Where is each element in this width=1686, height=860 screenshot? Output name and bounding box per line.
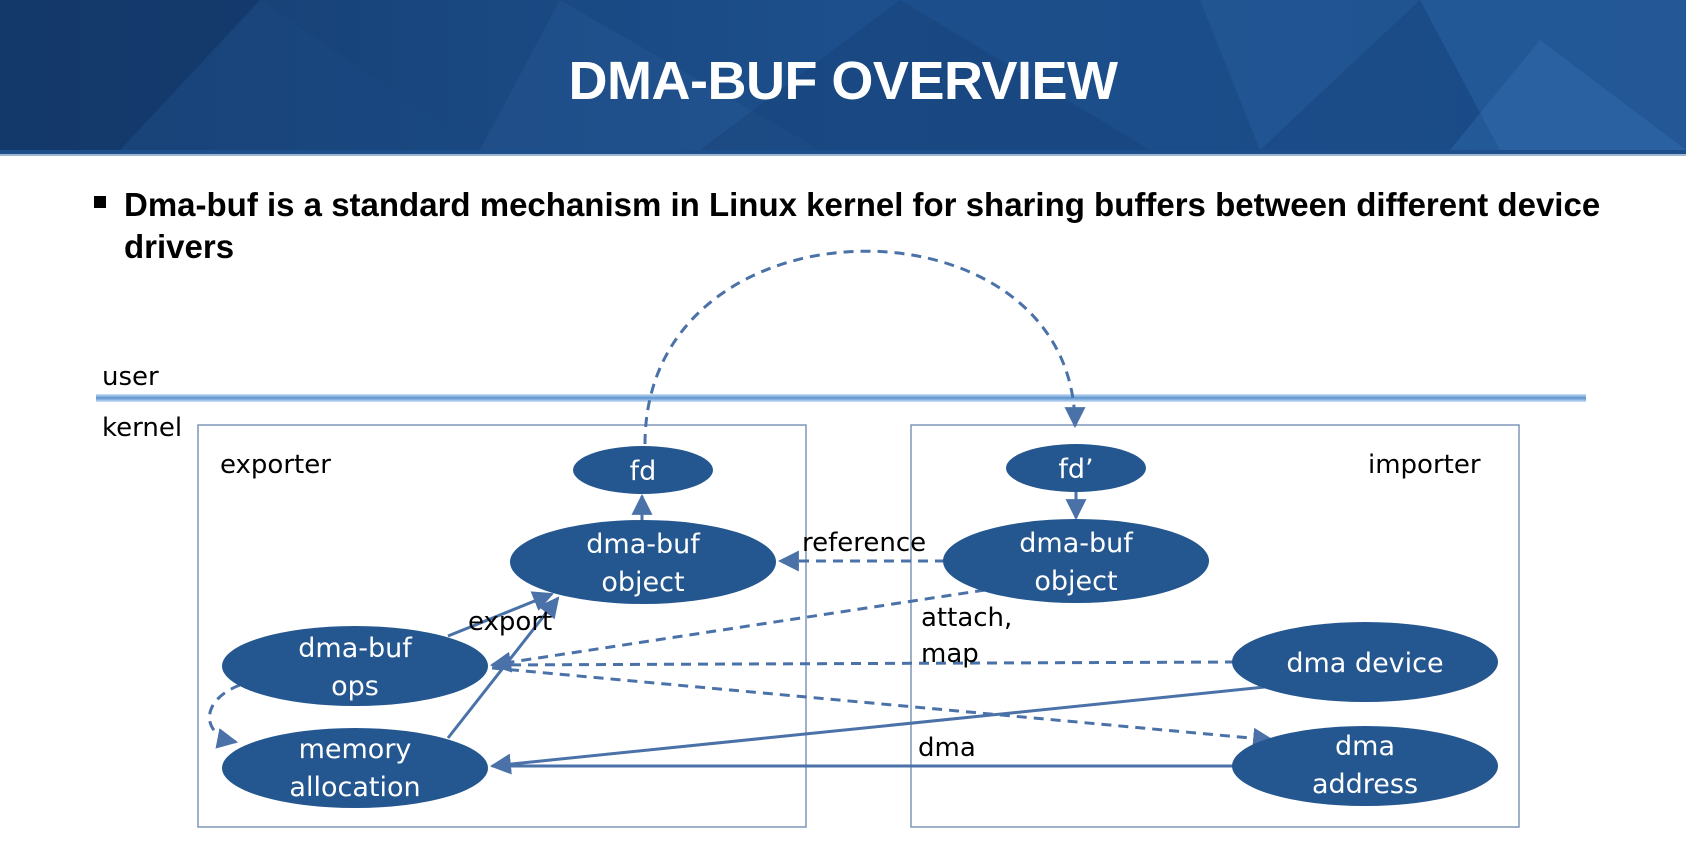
importer-dmabuf-line1: dma-buf [1019, 528, 1134, 559]
importer-label: importer [1368, 450, 1481, 480]
header-background [0, 0, 1686, 156]
exporter-dmabuf-line1: dma-buf [586, 529, 701, 560]
ops-to-memory-loop-arrow [208, 683, 241, 749]
dma-address-line2: address [1312, 769, 1418, 800]
fd-node-label: fd [630, 456, 657, 487]
dmabuf-ops-line2: ops [331, 671, 379, 702]
attach-map-arrow [489, 588, 986, 673]
export-label: export [468, 607, 552, 637]
user-kernel-boundary [96, 394, 1586, 402]
memory-allocation-line1: memory [299, 734, 412, 765]
exporter-dmabuf-line2: object [601, 567, 684, 598]
attach-label-line2: map [921, 639, 979, 669]
memory-allocation-node [222, 728, 488, 808]
fd-prime-node-label: fd’ [1058, 454, 1093, 485]
dmabuf-ops-line1: dma-buf [298, 633, 413, 664]
dma-device-dashed-line [491, 660, 1236, 667]
attach-label-line1: attach, [921, 603, 1012, 633]
header-banner: DMA-BUF OVERVIEW [0, 0, 1686, 158]
exporter-box [197, 424, 807, 828]
kernel-layer-label: kernel [102, 413, 182, 443]
dmabuf-ops-node [222, 626, 488, 706]
fd-share-arrow [643, 249, 1086, 445]
reference-label: reference [802, 528, 926, 558]
dma-device-to-memory-arrow [489, 684, 1276, 775]
fd-node [573, 446, 713, 494]
dma-address-line1: dma [1335, 731, 1395, 762]
importer-box [910, 424, 1520, 828]
bullet-square-icon [94, 196, 106, 208]
dma-device-node [1232, 622, 1498, 702]
ops-to-dma-address-arrow [491, 666, 1275, 749]
memory-allocation-line2: allocation [289, 772, 420, 803]
dma-label: dma [918, 733, 976, 763]
dma-device-label: dma device [1286, 648, 1443, 679]
slide-title: DMA-BUF OVERVIEW [568, 51, 1118, 111]
importer-dmabuf-object-node [943, 519, 1209, 603]
ops-export-arrow [447, 591, 554, 638]
bullet-text: Dma-buf is a standard mechanism in Linux… [124, 186, 1601, 265]
importer-dmabuf-line2: object [1034, 566, 1117, 597]
exporter-dmabuf-object-node [510, 520, 776, 604]
user-layer-label: user [102, 362, 159, 392]
exporter-label: exporter [220, 450, 331, 480]
dma-address-node [1232, 726, 1498, 806]
fd-prime-node [1006, 444, 1146, 492]
